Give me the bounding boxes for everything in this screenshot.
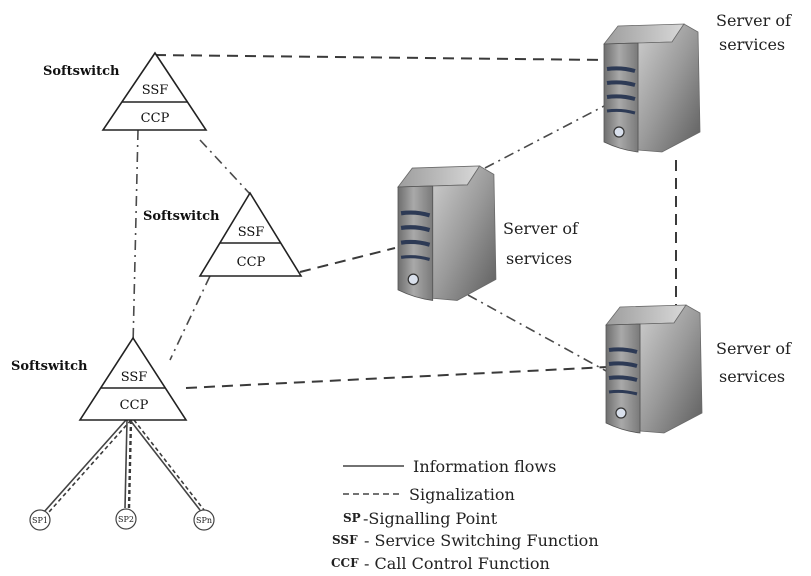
link-server2-server1	[484, 104, 607, 169]
legend-signalization: Signalization	[409, 485, 515, 504]
ssf-label: SSF	[142, 83, 169, 98]
sp-node-n: SPn	[193, 509, 215, 531]
link-server2-server3	[467, 294, 609, 373]
ccp-label: CCP	[141, 111, 170, 126]
softswitch-label: Softswitch	[143, 209, 220, 224]
server-label-line2: services	[719, 367, 785, 386]
ssf-label: SSF	[121, 370, 148, 385]
legend-ccf-text: - Call Control Function	[364, 554, 550, 573]
legend-sp-abbr: SP	[343, 511, 361, 525]
softswitch-label: Softswitch	[43, 64, 120, 79]
legend-ssf-text: - Service Switching Function	[364, 531, 599, 550]
server-label-line2: services	[719, 35, 785, 54]
legend: Information flows Signalization SP -Sign…	[331, 457, 599, 573]
server-bottom: Server of services	[604, 303, 792, 435]
link-softswitch3-server3	[185, 366, 609, 389]
server-middle: Server of services	[398, 166, 579, 300]
server-label-line1: Server of	[503, 219, 579, 238]
ccp-label: CCP	[120, 398, 149, 413]
legend-sp-text: -Signalling Point	[363, 509, 498, 528]
link-softswitch1-softswitch3	[132, 129, 139, 346]
link-softswitch1-server1	[154, 54, 607, 61]
legend-ssf-abbr: SSF	[332, 533, 358, 547]
link-softswitch1-softswitch2	[199, 139, 251, 195]
link-softswitch2-server2	[299, 247, 396, 273]
sp-node-2: SP2	[115, 508, 137, 530]
sp-links	[43, 419, 205, 513]
server-top: Server of services	[602, 11, 792, 154]
legend-information-flows: Information flows	[413, 457, 556, 476]
server-label-line1: Server of	[716, 339, 792, 358]
softswitch-label: Softswitch	[11, 359, 88, 374]
server-label-line2: services	[506, 249, 572, 268]
link-softswitch2-softswitch3	[169, 275, 211, 361]
legend-ccf-abbr: CCF	[331, 556, 359, 570]
sp-node-1: SP1	[29, 509, 51, 531]
sp-label: SP1	[32, 516, 48, 525]
softswitch-middle: Softswitch SSF CCP	[143, 191, 303, 277]
ssf-label: SSF	[238, 225, 265, 240]
softswitch-bottom: Softswitch SSF CCP	[11, 336, 188, 421]
ccp-label: CCP	[237, 255, 266, 270]
softswitch-top: Softswitch SSF CCP	[43, 51, 208, 131]
sp-label: SP2	[118, 515, 134, 524]
server-label-line1: Server of	[716, 11, 792, 30]
sp-label: SPn	[196, 516, 212, 525]
